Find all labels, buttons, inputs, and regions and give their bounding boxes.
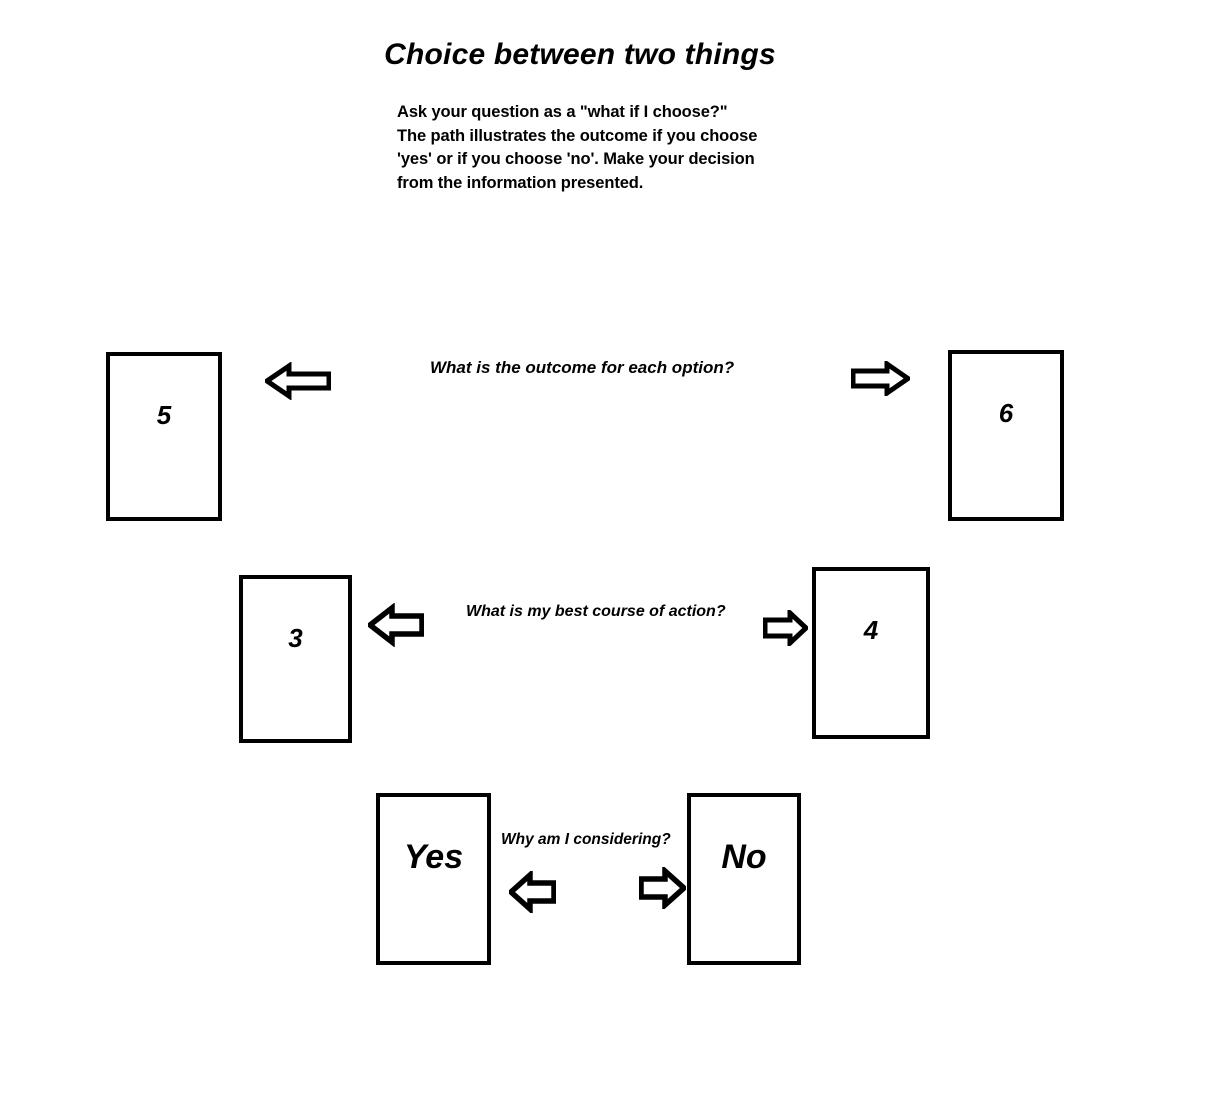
node-box-4-label: 4 [863,615,879,645]
node-box-5-label: 5 [156,400,172,430]
caption-outcome: What is the outcome for each option? [430,358,735,377]
instructions-line-1: Ask your question as a "what if I choose… [397,103,728,121]
node-box-3[interactable]: 3 [239,575,352,743]
instructions-text: Ask your question as a "what if I choose… [397,101,827,195]
page-title: Choice between two things [384,38,776,71]
arrow-left-to-5-icon [265,362,331,400]
arrow-right-to-6-icon [851,361,910,396]
node-box-6[interactable]: 6 [948,350,1064,521]
node-box-yes-label: Yes [403,838,464,876]
arrow-left-to-3-icon [368,603,424,647]
node-box-5[interactable]: 5 [106,352,222,521]
node-box-no[interactable]: No [687,793,801,965]
instructions-line-3: 'yes' or if you choose 'no'. Make your d… [397,150,755,168]
arrow-right-to-no-icon [639,867,686,909]
instructions-line-2: The path illustrates the outcome if you … [397,126,758,145]
arrow-right-to-4-icon [763,610,808,646]
caption-course-of-action: What is my best course of action? [466,603,726,620]
node-box-3-label: 3 [288,623,303,653]
arrow-left-to-yes-icon [509,871,556,913]
node-box-no-label: No [721,838,767,876]
instructions-line-4: from the information presented. [397,173,644,192]
node-box-yes[interactable]: Yes [376,793,491,965]
caption-why-considering: Why am I considering? [501,831,671,848]
node-box-6-label: 6 [998,398,1014,428]
node-box-4[interactable]: 4 [812,567,930,739]
